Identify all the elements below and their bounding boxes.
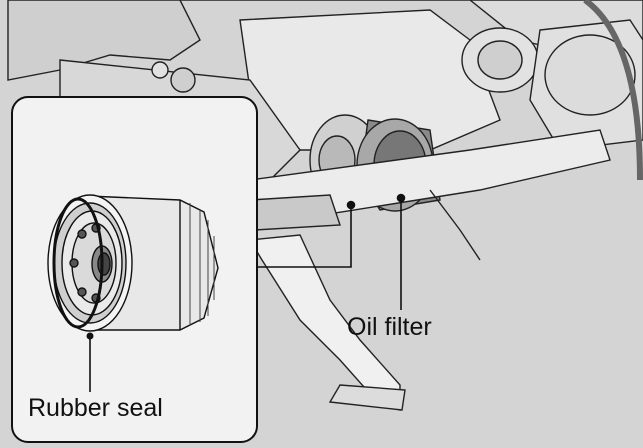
rubber-seal-leader-dot [86, 332, 94, 340]
oil-filter-label: Oil filter [347, 313, 432, 341]
leader-lines [255, 193, 406, 310]
inset-panel [11, 96, 258, 443]
rubber-seal-label: Rubber seal [28, 394, 163, 422]
frame-stand [248, 129, 611, 411]
oil-filter-leader-left [255, 205, 352, 268]
rubber-seal-illustration [47, 194, 219, 332]
